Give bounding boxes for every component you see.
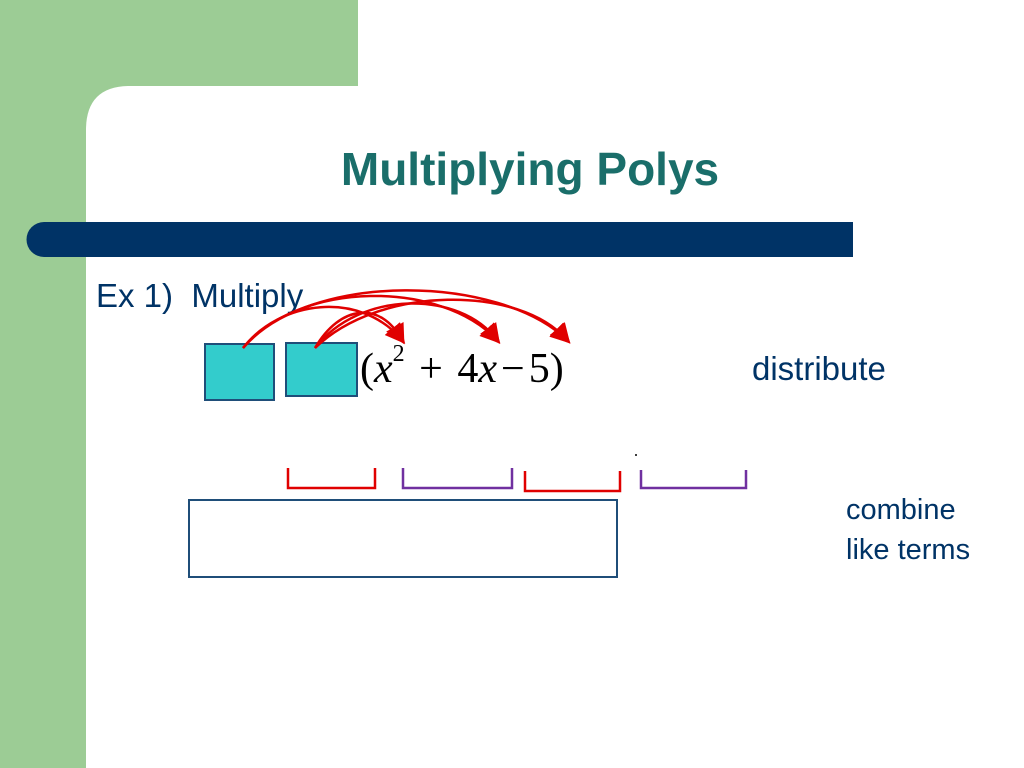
constant-5: 5 xyxy=(528,346,550,392)
arrow-1-to-5 xyxy=(242,289,571,349)
open-paren: ( xyxy=(360,346,374,392)
arrow-1-to-4x xyxy=(242,294,501,349)
plus-sign: + xyxy=(419,346,443,392)
bracket-purple-2 xyxy=(639,470,748,490)
green-left-strip xyxy=(0,0,86,768)
coefficient-4: 4 xyxy=(457,346,479,392)
arrow-2-to-5 xyxy=(314,298,571,349)
polynomial-expression: (x2 + 4x−5) xyxy=(360,341,564,393)
close-paren: ) xyxy=(549,346,564,392)
combine-label-line1: combine xyxy=(846,494,956,526)
term-box-1 xyxy=(204,343,275,401)
answer-box xyxy=(188,499,618,578)
term-x-2: x xyxy=(478,346,497,392)
slide-title: Multiplying Polys xyxy=(340,143,720,195)
bracket-red-1 xyxy=(286,468,377,490)
arrow-2-to-4x xyxy=(314,302,500,349)
dot-mark xyxy=(635,454,637,456)
exponent: 2 xyxy=(392,341,405,367)
bracket-purple-1 xyxy=(401,468,514,490)
example-label: Ex 1) Multiply xyxy=(96,277,304,314)
distribute-label: distribute xyxy=(752,350,886,387)
combine-label-line2: like terms xyxy=(846,534,971,566)
minus-sign: − xyxy=(501,346,525,392)
term-x: x xyxy=(374,346,393,392)
bracket-red-2 xyxy=(523,471,622,493)
header-bar xyxy=(26,222,854,257)
combine-like-terms-label: combine like terms xyxy=(846,490,970,570)
